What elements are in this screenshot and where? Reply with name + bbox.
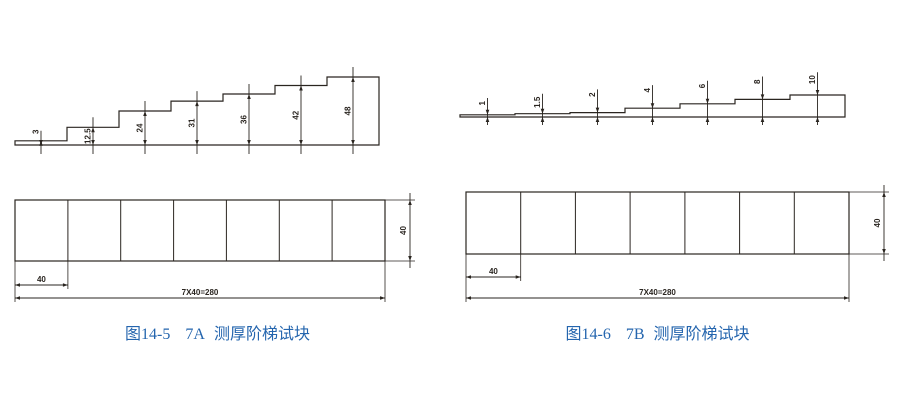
dim-label: 48 [344,106,353,115]
figure-7b-side-view: 1 1.5 2 4 6 8 10 [459,72,846,125]
dim-arrow [91,140,95,145]
dim-arrow [815,90,820,95]
plan-outline [14,199,386,262]
dim-arrow [143,140,147,145]
dim-arrow [844,296,849,300]
dim-arrow [15,283,20,287]
caption-block-id: 7B [625,326,645,343]
dim-arrow [91,127,95,133]
caption-fig-no: 图14-6 [565,326,611,343]
caption-fig-no: 图14-5 [125,326,171,343]
dim-label: 40 [399,226,408,235]
dim-arrow [39,140,43,145]
caption-title: 测厚阶梯试块 [213,326,310,343]
figure-caption-7b: 图14-6 7B 测厚阶梯试块 [450,320,865,344]
step-profile [459,94,846,118]
dim-arrow [540,108,545,114]
dim-label: 2 [588,92,597,97]
dim-arrow [705,117,710,122]
dim-arrow [882,192,886,197]
dim-arrow [705,98,710,104]
dim-label: 8 [753,79,762,84]
dim-arrow [15,296,20,300]
dim-arrow [299,85,303,91]
dim-arrow [595,107,600,113]
dim-label: 7X40=280 [639,288,676,297]
dim-label: 40 [37,275,46,284]
dim-arrow [351,140,355,145]
dim-arrow [882,249,886,254]
dim-label: 24 [136,123,145,132]
dim-arrow [195,140,199,145]
dim-arrow [485,109,490,115]
dim-arrow [466,296,471,300]
dim-label: 36 [240,115,249,124]
dim-arrow [247,140,251,145]
dim-label: 6 [698,83,707,88]
dim-arrow [760,117,765,122]
caption-title: 测厚阶梯试块 [653,326,750,343]
dim-arrow [540,117,545,122]
dim-label: 1.5 [533,96,542,108]
dim-label: 40 [489,267,498,276]
dim-label: 4 [643,88,652,93]
plan-outline [465,191,850,255]
figure-caption-7a: 图14-5 7A 测厚阶梯试块 [0,320,435,344]
dim-arrow [195,101,199,107]
dim-arrow [515,275,521,279]
dim-arrow [650,117,655,122]
dim-label: 1 [478,100,487,105]
dim-arrow [408,200,412,205]
dim-arrow [595,117,600,122]
dim-label: 10 [808,75,817,84]
dim-arrow [485,117,490,122]
dim-arrow [351,77,355,82]
dim-label: 31 [188,118,197,127]
step-profile [14,76,380,146]
dim-arrow [143,111,147,116]
dim-label: 3 [32,129,41,134]
dim-arrow [760,94,765,100]
dim-arrow [650,103,655,109]
dim-arrow [815,117,820,122]
figure-7a-side-view: 3 12.5 24 31 36 42 48 [14,67,380,154]
dim-arrow [466,275,471,279]
dim-label: 12.5 [84,128,93,144]
dim-arrow [408,256,412,261]
dim-label: 7X40=280 [182,288,219,297]
dim-label: 40 [873,218,882,227]
caption-block-id: 7A [185,326,205,343]
dim-arrow [299,140,303,145]
figure-7a-top-view: 40 7X40=280 40 [14,193,415,302]
dim-label: 42 [292,110,301,119]
dim-arrow [62,283,68,287]
dim-arrow [247,94,251,99]
figure-7b-top-view: 40 7X40=280 40 [465,185,889,302]
dim-arrow [380,296,385,300]
